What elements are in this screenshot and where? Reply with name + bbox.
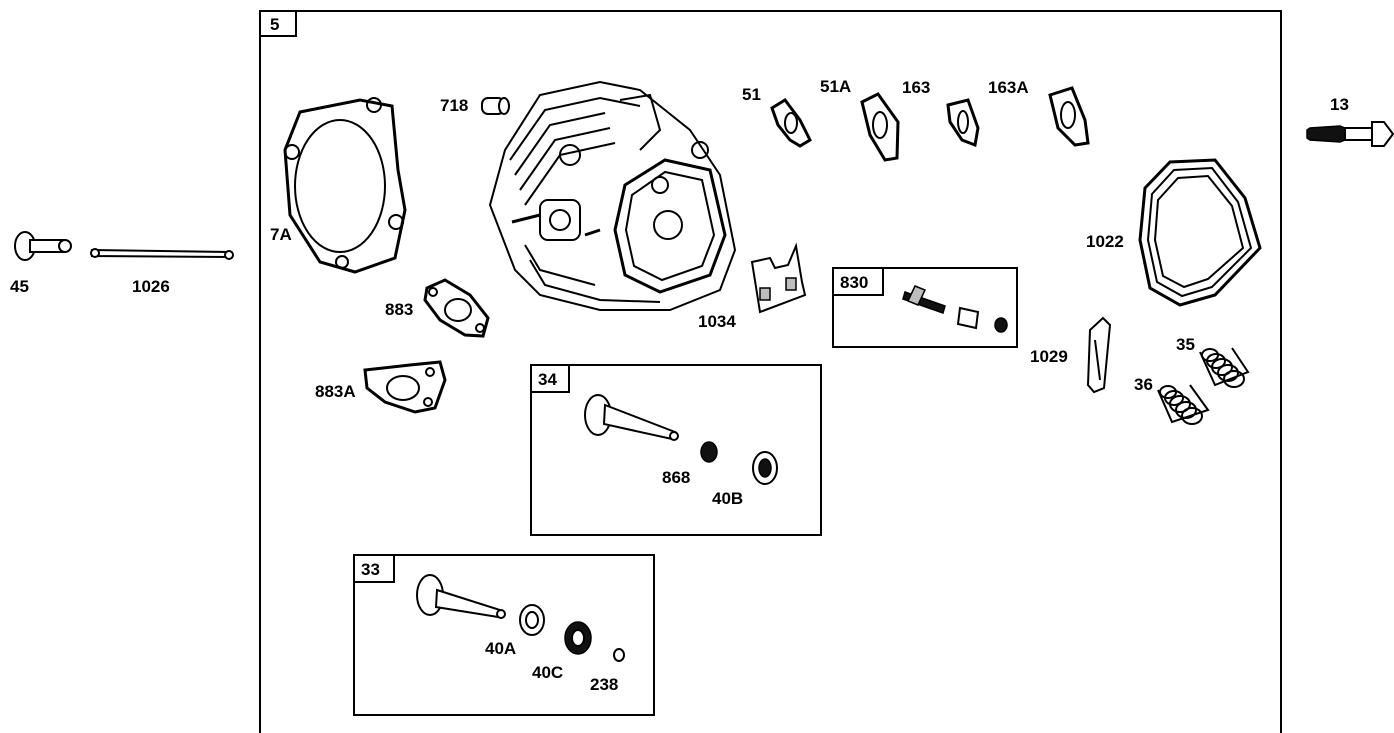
dowel-pin-718[interactable] <box>481 97 510 115</box>
kit-830-label-box <box>832 267 884 296</box>
label-40c[interactable]: 40C <box>532 663 563 682</box>
label-40b[interactable]: 40B <box>712 489 743 508</box>
label-1022[interactable]: 1022 <box>1086 232 1124 251</box>
valve-34[interactable] <box>584 394 679 441</box>
assembly-5-label-box <box>259 10 297 37</box>
label-51[interactable]: 51 <box>742 85 761 104</box>
label-883[interactable]: 883 <box>385 300 413 319</box>
spring-36[interactable] <box>1157 384 1210 425</box>
rocker-45[interactable] <box>14 231 72 261</box>
assembly-5-label[interactable]: 5 <box>270 15 279 34</box>
kit-830-parts[interactable] <box>902 285 1008 333</box>
cap-238[interactable] <box>613 648 625 662</box>
label-163a[interactable]: 163A <box>988 78 1029 97</box>
kit-33-label[interactable]: 33 <box>361 560 380 579</box>
gasket-51[interactable] <box>770 98 812 148</box>
label-163[interactable]: 163 <box>902 78 930 97</box>
kit-34-label[interactable]: 34 <box>538 370 557 389</box>
guide-1029[interactable] <box>1086 316 1112 394</box>
label-718[interactable]: 718 <box>440 96 468 115</box>
retainer-40c[interactable] <box>564 621 592 655</box>
gasket-883[interactable] <box>423 278 490 338</box>
gasket-883a[interactable] <box>363 360 447 414</box>
retainer-40a[interactable] <box>519 604 545 636</box>
label-883a[interactable]: 883A <box>315 382 356 401</box>
valve-cover-gasket-1022[interactable] <box>1138 158 1262 307</box>
keeper-868[interactable] <box>700 441 718 463</box>
label-1026[interactable]: 1026 <box>132 277 170 296</box>
kit-830-label[interactable]: 830 <box>840 273 868 292</box>
kit-34-label-box <box>530 364 570 393</box>
gasket-51a[interactable] <box>860 92 900 162</box>
label-36[interactable]: 36 <box>1134 375 1153 394</box>
label-238[interactable]: 238 <box>590 675 618 694</box>
push-rod-1026[interactable] <box>90 248 234 260</box>
label-45[interactable]: 45 <box>10 277 29 296</box>
kit-33-label-box <box>353 554 395 583</box>
head-gasket-7a[interactable] <box>283 97 407 274</box>
label-35[interactable]: 35 <box>1176 335 1195 354</box>
assembly-5-frame <box>259 10 1282 733</box>
kit-34-frame <box>530 364 822 536</box>
label-13[interactable]: 13 <box>1330 95 1349 114</box>
label-868[interactable]: 868 <box>662 468 690 487</box>
valve-33[interactable] <box>416 574 506 619</box>
label-1029[interactable]: 1029 <box>1030 347 1068 366</box>
gasket-163[interactable] <box>946 98 980 148</box>
label-51a[interactable]: 51A <box>820 77 851 96</box>
kit-33-frame <box>353 554 655 716</box>
retainer-40b[interactable] <box>752 451 778 485</box>
plate-1034[interactable] <box>750 242 807 314</box>
gasket-163a[interactable] <box>1048 86 1090 147</box>
cylinder-head[interactable] <box>488 80 737 311</box>
bolt-13[interactable] <box>1306 121 1394 147</box>
spring-35[interactable] <box>1199 347 1250 388</box>
label-40a[interactable]: 40A <box>485 639 516 658</box>
label-7a[interactable]: 7A <box>270 225 292 244</box>
label-1034[interactable]: 1034 <box>698 312 736 331</box>
kit-830-frame <box>832 267 1018 348</box>
